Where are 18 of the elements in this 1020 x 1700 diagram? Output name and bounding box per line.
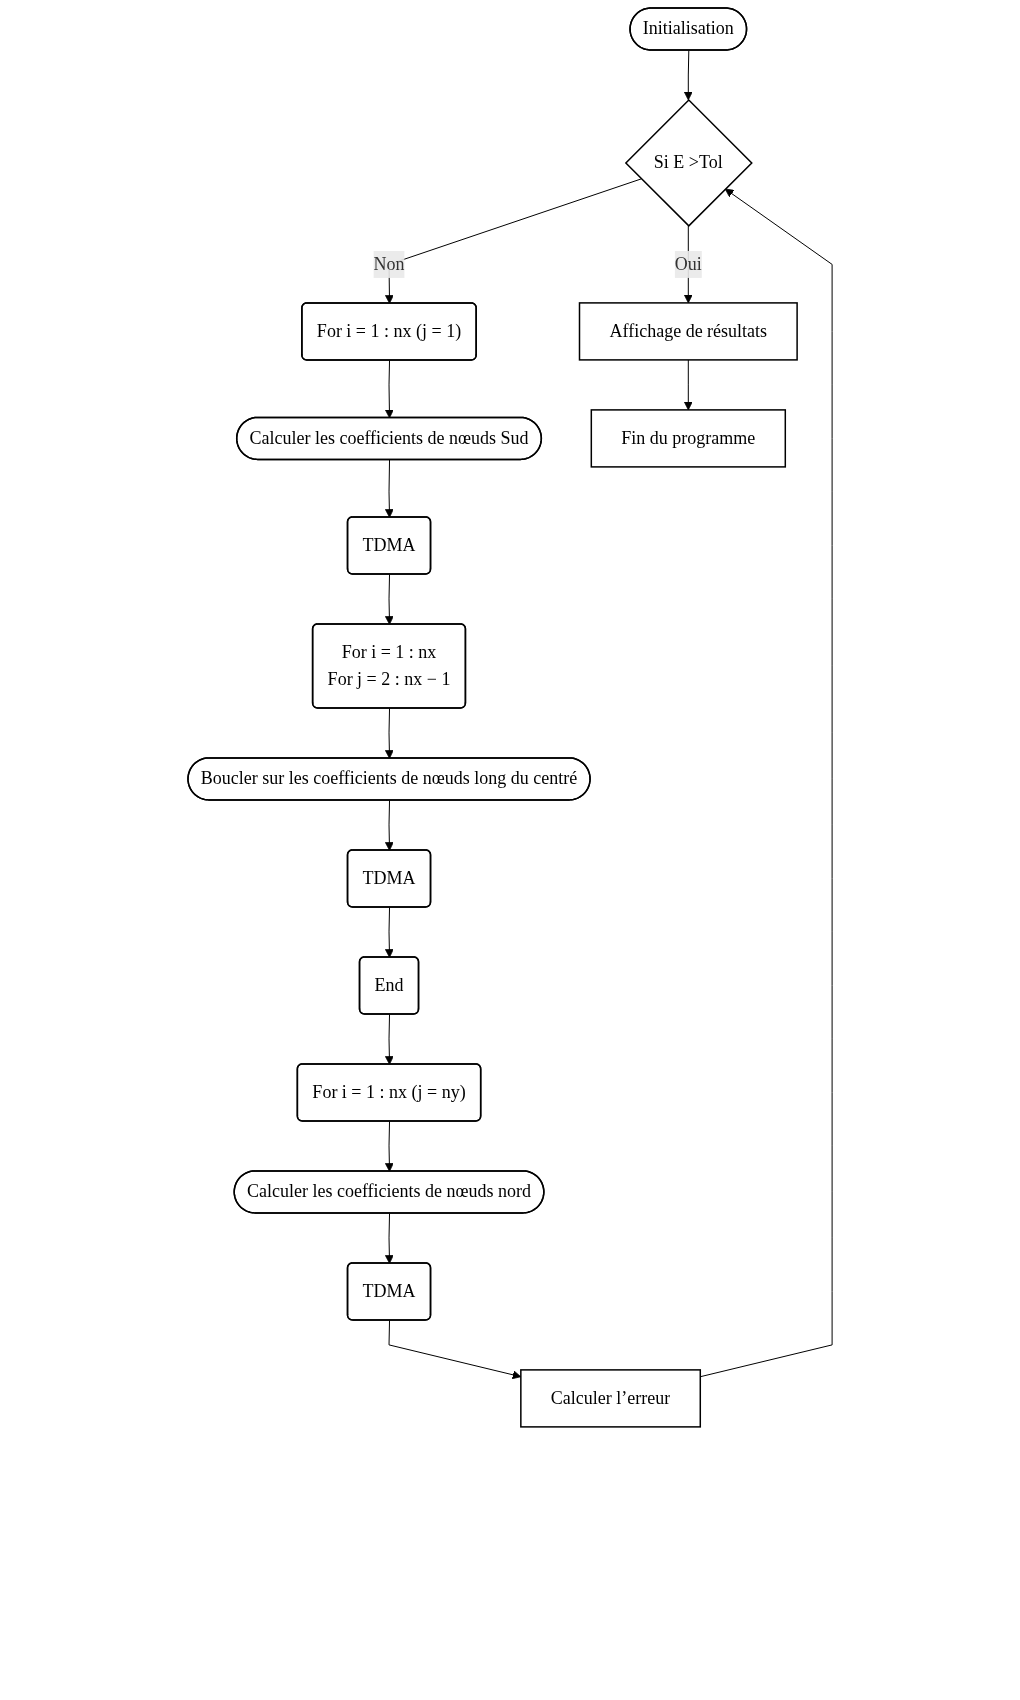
arrow bbox=[683, 50, 693, 101]
arrow bbox=[384, 178, 642, 304]
arrow bbox=[384, 799, 394, 851]
node-diamond: Si E >Tol bbox=[624, 98, 753, 227]
node-box: Fin du programme bbox=[590, 409, 786, 468]
arrow bbox=[683, 359, 693, 411]
edge-label: Non bbox=[373, 253, 405, 274]
arrow bbox=[384, 906, 394, 958]
arrow bbox=[384, 1013, 394, 1065]
arrow bbox=[384, 1120, 394, 1172]
arrow bbox=[384, 1212, 394, 1264]
arrow bbox=[384, 359, 394, 419]
node-box: Affichage de résultats bbox=[578, 302, 798, 361]
arrow bbox=[384, 459, 394, 518]
edge-label: Oui bbox=[674, 253, 702, 274]
arrow bbox=[384, 707, 394, 759]
node-box: Calculer l’erreur bbox=[520, 1369, 701, 1428]
arrow bbox=[384, 573, 394, 625]
